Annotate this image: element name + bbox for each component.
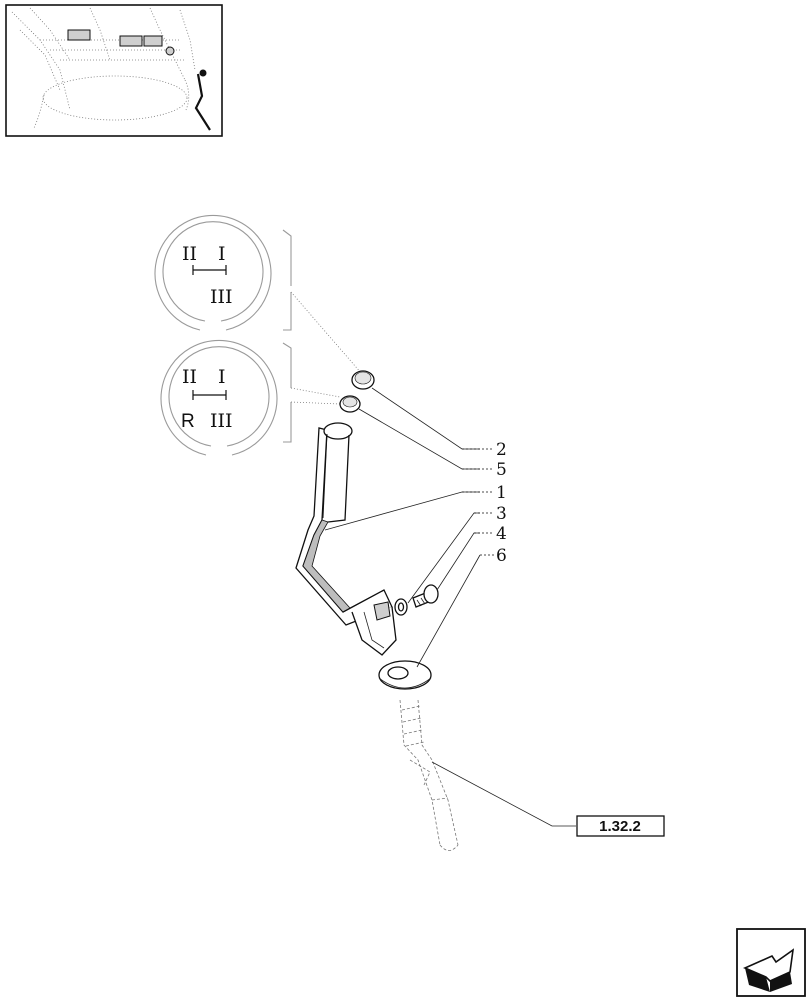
callout-3: 3 [496, 504, 507, 524]
knob-5-guide [290, 387, 341, 398]
part-4-screw [412, 584, 439, 608]
reference-box[interactable]: 1.32.2 [576, 815, 665, 837]
part-1-gear-lever [295, 422, 397, 656]
gear-a-top-left: II [182, 243, 197, 265]
callout-2: 2 [496, 440, 507, 460]
pattern-brackets [282, 229, 292, 443]
reference-label[interactable]: 1.32.2 [599, 818, 641, 835]
part-5-knob-insert [339, 395, 361, 413]
lever-shaft-phantom [399, 699, 459, 851]
gear-a-bottom-right: III [210, 286, 233, 308]
gear-b-bottom-right: III [210, 410, 233, 432]
knob-2-guide [290, 291, 363, 375]
part-3-washer [394, 598, 408, 616]
callout-1: 1 [496, 483, 507, 503]
callout-5: 5 [496, 460, 507, 480]
gear-b-top-left: II [182, 366, 197, 388]
callout-4: 4 [496, 524, 507, 544]
part-2-knob-insert [351, 370, 375, 390]
leader-dashes [462, 448, 494, 556]
next-page-arrow-icon[interactable] [736, 928, 806, 997]
part-6-boot-ring [378, 660, 432, 690]
gear-pattern-b: II I R III [160, 339, 278, 456]
gear-b-bottom-left: R [181, 411, 195, 432]
gear-b-top-right: I [218, 366, 226, 388]
callout-6: 6 [496, 546, 507, 566]
gear-pattern-a: II I III [154, 214, 272, 331]
gear-a-top-right: I [218, 243, 226, 265]
location-thumbnail [5, 4, 223, 137]
